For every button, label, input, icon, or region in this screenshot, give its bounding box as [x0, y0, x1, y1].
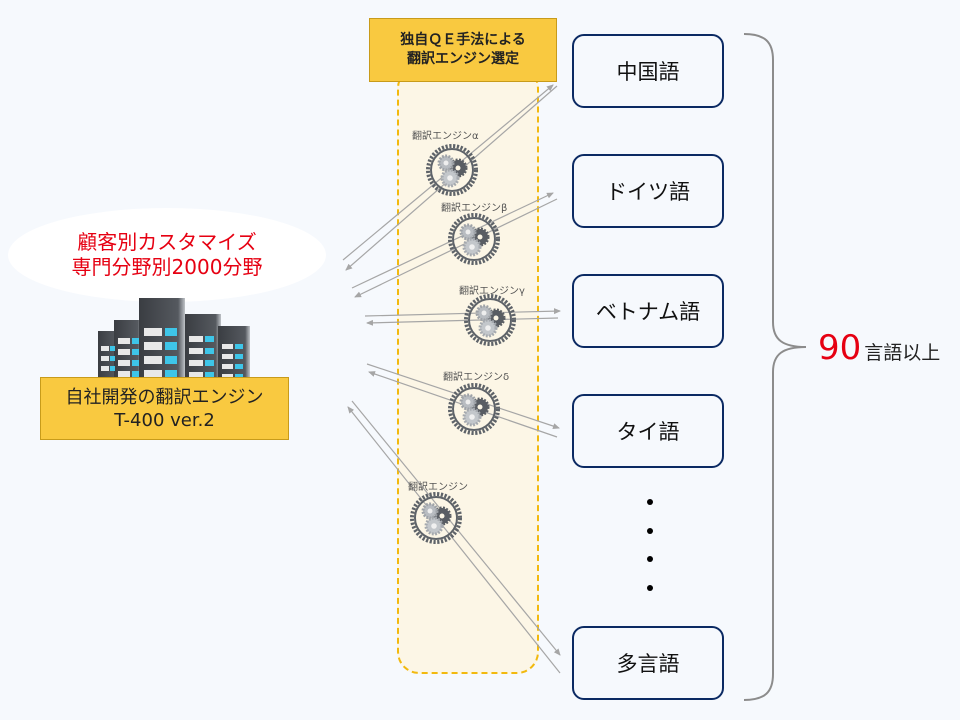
- ellipsis-dot: [647, 585, 653, 591]
- arrow-generic-out: [351, 400, 561, 656]
- engine-label-beta: 翻訳エンジンβ: [441, 203, 508, 214]
- engine-label-alpha: 翻訳エンジンα: [412, 131, 479, 142]
- ellipsis-dot: [647, 499, 653, 505]
- language-label-thai: タイ語: [616, 420, 680, 444]
- gears-icon: [410, 492, 462, 544]
- customization-line2: 専門分野別2000分野: [71, 255, 263, 279]
- language-label-german: ドイツ語: [606, 180, 690, 204]
- language-box-vietnamese: ベトナム語: [572, 274, 724, 348]
- gears-icon: [448, 213, 500, 265]
- in-house-engine-line1: 自社開発の翻訳エンジン: [65, 386, 264, 408]
- language-label-multilingual: 多言語: [616, 652, 680, 676]
- language-box-german: ドイツ語: [572, 154, 724, 228]
- language-count-number: 90: [818, 328, 862, 368]
- qe-selection-label: 独自ＱＥ手法による 翻訳エンジン選定: [369, 18, 557, 82]
- gears-icon: [426, 144, 478, 196]
- server-rack-icon: [98, 298, 250, 386]
- arrow-gamma-out: [364, 308, 561, 317]
- qe-selection-line1: 独自ＱＥ手法による: [400, 32, 526, 48]
- language-label-chinese: 中国語: [616, 60, 680, 84]
- engine-selection-lane: [397, 66, 539, 674]
- in-house-engine-label: 自社開発の翻訳エンジン T-400 ver.2: [40, 377, 289, 440]
- language-count: 90 言語以上: [818, 328, 940, 368]
- language-count-suffix: 言語以上: [864, 342, 941, 364]
- ellipsis-dot: [647, 556, 653, 562]
- language-box-thai: タイ語: [572, 394, 724, 468]
- engine-label-delta: 翻訳エンジンδ: [443, 372, 510, 383]
- engine-label-gamma: 翻訳エンジンγ: [459, 286, 525, 297]
- customization-line1: 顧客別カスタマイズ: [77, 230, 257, 254]
- ellipsis-dot: [647, 528, 653, 534]
- language-label-vietnamese: ベトナム語: [595, 300, 701, 324]
- in-house-engine-line2: T-400 ver.2: [114, 409, 215, 431]
- arrow-delta-out: [366, 363, 560, 429]
- gears-icon: [448, 383, 500, 435]
- customization-callout: 顧客別カスタマイズ 専門分野別2000分野: [8, 208, 326, 302]
- language-box-chinese: 中国語: [572, 34, 724, 108]
- language-box-multilingual: 多言語: [572, 626, 724, 700]
- arrow-gamma-back: [366, 317, 559, 326]
- engine-label-generic: 翻訳エンジン: [408, 482, 468, 493]
- qe-selection-line2: 翻訳エンジン選定: [407, 51, 519, 67]
- gears-icon: [464, 294, 516, 346]
- arrow-generic-back: [347, 406, 561, 674]
